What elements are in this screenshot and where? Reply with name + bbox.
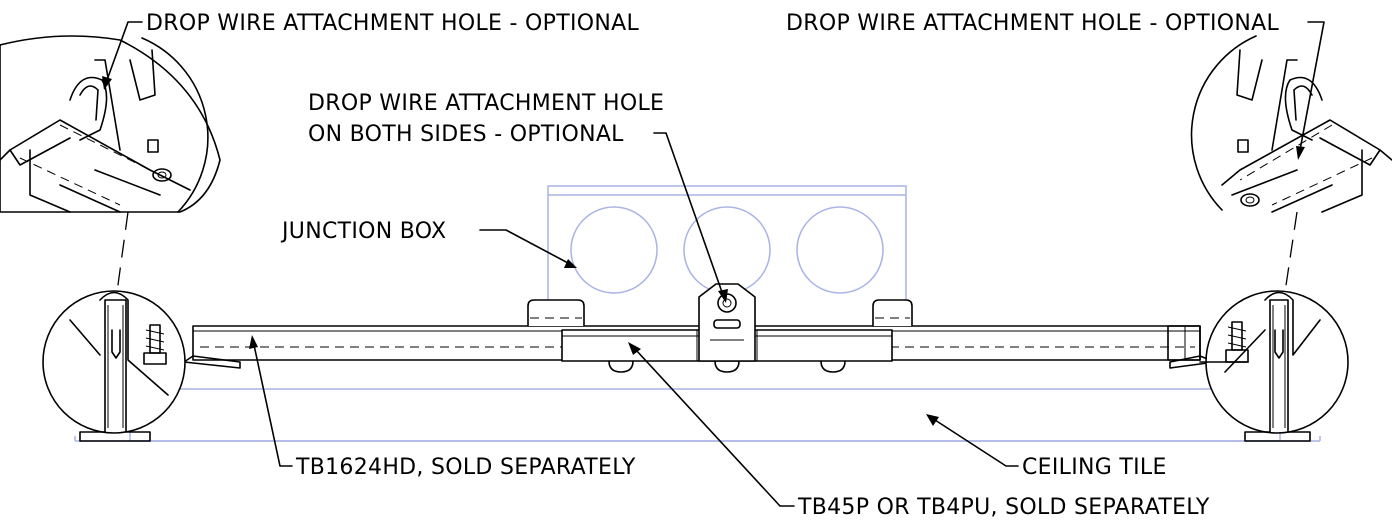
label-drop-wire-center-line2: ON BOTH SIDES - OPTIONAL bbox=[308, 122, 624, 147]
leader-lines bbox=[102, 21, 1325, 507]
label-tb45p: TB45P OR TB4PU, SOLD SEPARATELY bbox=[797, 495, 1210, 520]
label-drop-wire-center-line1: DROP WIRE ATTACHMENT HOLE bbox=[308, 91, 664, 116]
center-drop-wire-tab bbox=[698, 283, 756, 362]
label-ceiling-tile: CEILING TILE bbox=[1022, 455, 1167, 480]
label-drop-wire-left: DROP WIRE ATTACHMENT HOLE - OPTIONAL bbox=[146, 11, 639, 36]
label-tb1624hd: TB1624HD, SOLD SEPARATELY bbox=[295, 455, 636, 480]
right-magnified-detail bbox=[1190, 35, 1392, 213]
left-detail-connector bbox=[116, 211, 129, 293]
left-magnified-detail bbox=[0, 35, 221, 213]
label-drop-wire-right: DROP WIRE ATTACHMENT HOLE - OPTIONAL bbox=[786, 11, 1279, 36]
ceiling-tile bbox=[74, 388, 1321, 442]
left-tbar-detail bbox=[42, 290, 186, 442]
right-detail-connector bbox=[1284, 211, 1298, 293]
right-tbar-detail bbox=[1199, 290, 1349, 442]
label-junction-box: JUNCTION BOX bbox=[280, 219, 446, 244]
junction-box bbox=[547, 185, 907, 326]
